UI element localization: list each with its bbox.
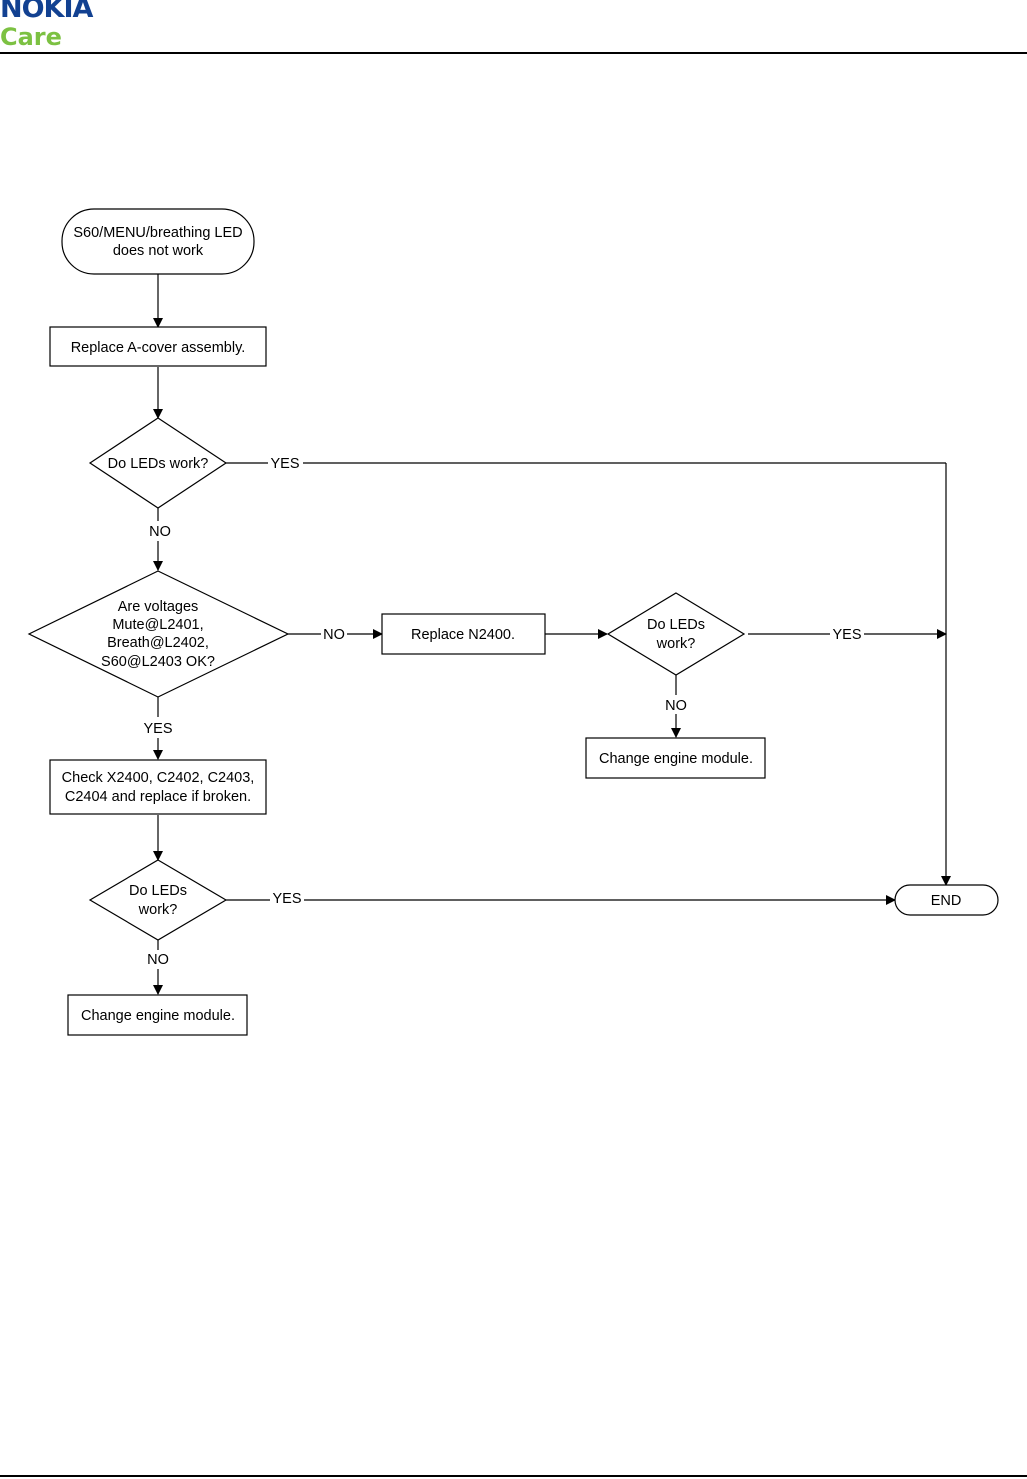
decision-1-no-label: NO bbox=[149, 524, 171, 540]
care-logo: Care bbox=[0, 23, 62, 51]
header-divider bbox=[0, 52, 1027, 54]
change-engine-module-text-bottom: Change engine module. bbox=[81, 1008, 235, 1024]
decision-3-no-label: NO bbox=[147, 952, 169, 968]
change-engine-module-text-right: Change engine module. bbox=[599, 751, 753, 767]
decision-leds-work-2-line-1: Do LEDs bbox=[647, 617, 705, 633]
decision-leds-work-3-line-1: Do LEDs bbox=[129, 883, 187, 899]
decision-voltages-line-4: S60@L2403 OK? bbox=[101, 654, 215, 670]
decision-leds-work-3 bbox=[88, 859, 228, 941]
check-components-line-2: C2404 and replace if broken. bbox=[65, 789, 251, 805]
change-engine-module-box-bottom bbox=[67, 994, 248, 1036]
decision-voltages-line-1: Are voltages bbox=[118, 599, 199, 615]
check-components-line-1: Check X2400, C2402, C2403, bbox=[62, 770, 255, 786]
decision-voltages bbox=[27, 570, 290, 698]
decision-voltages-line-3: Breath@L2402, bbox=[107, 635, 209, 651]
replace-n2400-text: Replace N2400. bbox=[411, 627, 515, 643]
start-terminator-line-2: does not work bbox=[113, 243, 204, 259]
nokia-logo: NOKIA bbox=[0, 0, 93, 24]
decision-3-yes-label: YES bbox=[272, 891, 301, 907]
decision-leds-work-1-text: Do LEDs work? bbox=[108, 456, 209, 472]
replace-acover-box bbox=[49, 326, 267, 367]
decision-leds-work-2 bbox=[606, 592, 746, 676]
decision-leds-work-1 bbox=[88, 417, 228, 509]
decision-1-yes-label: YES bbox=[270, 456, 299, 472]
decision-voltages-yes-label: YES bbox=[143, 721, 172, 737]
end-terminator-text: END bbox=[931, 893, 962, 909]
end-terminator bbox=[894, 884, 999, 916]
decision-leds-work-2-line-2: work? bbox=[656, 636, 696, 652]
decision-voltages-no-label: NO bbox=[323, 627, 345, 643]
footer-divider bbox=[0, 1475, 1027, 1477]
change-engine-module-box-right bbox=[585, 737, 766, 779]
start-terminator-line-1: S60/MENU/breathing LED bbox=[73, 225, 242, 241]
decision-voltages-line-2: Mute@L2401, bbox=[112, 617, 203, 633]
start-terminator bbox=[61, 208, 255, 275]
replace-n2400-box bbox=[381, 613, 546, 655]
decision-2-yes-label: YES bbox=[832, 627, 861, 643]
decision-leds-work-3-line-2: work? bbox=[138, 902, 178, 918]
decision-2-no-label: NO bbox=[665, 698, 687, 714]
check-components-box bbox=[49, 759, 267, 815]
replace-acover-text: Replace A-cover assembly. bbox=[71, 340, 246, 356]
